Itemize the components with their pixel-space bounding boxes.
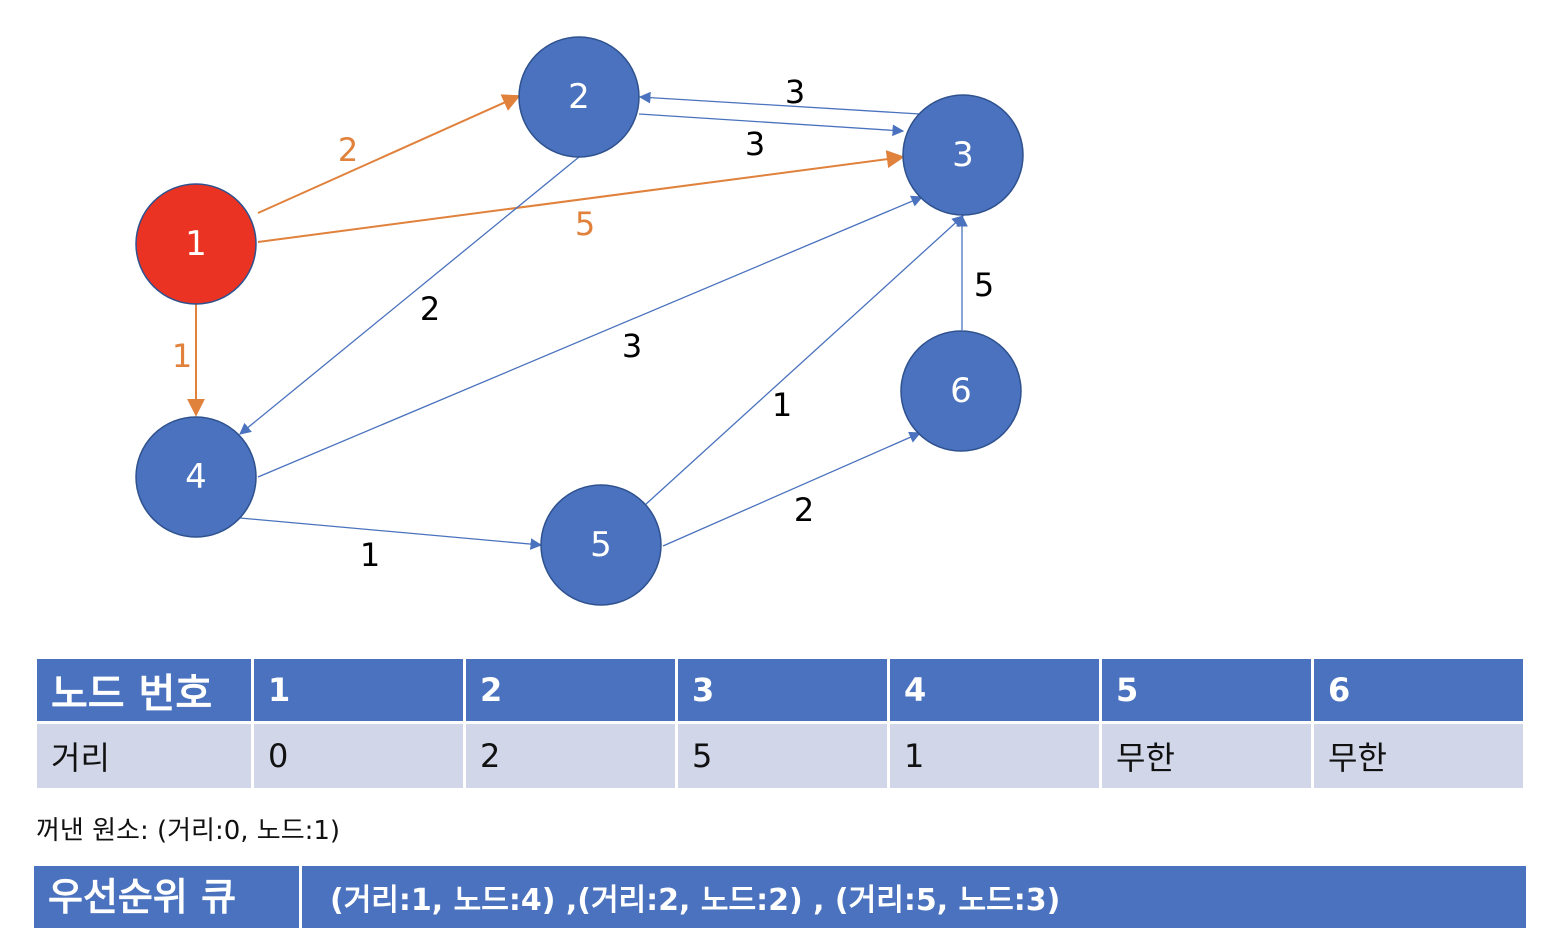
table-cell-distance: 5 [675, 721, 890, 791]
edge-weight-4-5: 1 [360, 536, 380, 574]
table-cell-distance: 무한 [1099, 721, 1314, 791]
node-3 [902, 94, 1024, 216]
node-label-5: 5 [590, 525, 612, 565]
node-1 [135, 183, 257, 305]
edge-weight-1-4: 1 [172, 337, 192, 375]
node-label-1: 1 [185, 224, 207, 264]
edge-weight-1-3: 5 [575, 205, 595, 243]
node-label-2: 2 [568, 77, 590, 117]
node-6 [900, 330, 1022, 452]
edge-1-2 [257, 94, 521, 214]
priority-queue-bar: 우선순위 큐 (거리:1, 노드:4) ,(거리:2, 노드:2) , (거리:… [34, 866, 1526, 928]
edge-weight-2-3: 3 [745, 125, 765, 163]
table-cell-node: 4 [887, 656, 1102, 724]
table-header-row: 노드 번호 1 2 3 4 5 6 [34, 656, 1526, 724]
table-cell-node: 2 [463, 656, 678, 724]
table-cell-distance: 무한 [1311, 721, 1526, 791]
distance-table: 노드 번호 1 2 3 4 5 6 거리 0 2 5 1 무한 무한 [34, 656, 1526, 791]
node-5 [540, 484, 662, 606]
distance-row-label: 거리 [34, 721, 254, 791]
edge-5-3 [644, 215, 964, 506]
edge-1-3 [257, 150, 905, 243]
table-cell-node: 5 [1099, 656, 1314, 724]
edge-5-6 [662, 431, 922, 547]
popped-element-text: 꺼낸 원소: (거리:0, 노드:1) [36, 816, 341, 846]
table-cell-distance: 0 [251, 721, 466, 791]
table-cell-node: 6 [1311, 656, 1526, 724]
edge-weight-6-3: 5 [974, 266, 994, 304]
edge-2-3 [638, 113, 905, 137]
edge-weight-4-3: 3 [622, 327, 642, 365]
table-cell-node: 1 [251, 656, 466, 724]
table-cell-distance: 1 [887, 721, 1102, 791]
table-distance-row: 거리 0 2 5 1 무한 무한 [34, 721, 1526, 791]
edge-weight-3-2: 3 [785, 73, 805, 111]
priority-queue-title: 우선순위 큐 [34, 866, 302, 928]
edge-4-3 [257, 195, 924, 478]
edge-weight-1-2: 2 [338, 131, 358, 169]
edge-weight-5-3: 1 [772, 386, 792, 424]
edge-4-5 [239, 517, 543, 550]
table-cell-node: 3 [675, 656, 890, 724]
node-label-3: 3 [952, 135, 974, 175]
table-cell-distance: 2 [463, 721, 678, 791]
edge-2-4 [239, 156, 580, 435]
edge-weight-5-6: 2 [794, 491, 814, 529]
node-number-header: 노드 번호 [34, 656, 254, 724]
node-2 [518, 36, 640, 158]
node-4 [135, 416, 257, 538]
priority-queue-content: (거리:1, 노드:4) ,(거리:2, 노드:2) , (거리:5, 노드:3… [330, 883, 1061, 918]
edge-3-2 [638, 91, 921, 115]
edge-weight-2-4: 2 [420, 290, 440, 328]
node-label-6: 6 [950, 371, 972, 411]
node-label-4: 4 [185, 457, 207, 497]
